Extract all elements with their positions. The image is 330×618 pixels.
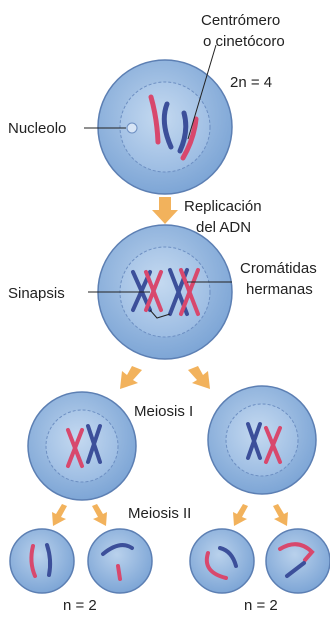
haploid-cell-4 — [266, 529, 330, 593]
meiosis2-arrow-3 — [233, 504, 248, 526]
haploid-cell-3 — [190, 529, 254, 593]
haploid-cell-1 — [10, 529, 74, 593]
centromere-label-1: Centrómero — [201, 12, 280, 29]
meiosis1-cell-right — [208, 386, 316, 494]
haploid-left-label: n = 2 — [63, 597, 97, 614]
meiosis1-cell-left — [28, 392, 136, 500]
diploid-label: 2n = 4 — [230, 74, 272, 91]
meiosis1-label: Meiosis I — [134, 403, 193, 420]
haploid-right-label: n = 2 — [244, 597, 278, 614]
replication-label-2: del ADN — [196, 219, 251, 236]
meiosis2-arrow-1 — [52, 504, 67, 526]
meiosis1-arrow-right — [188, 366, 210, 389]
replication-label-1: Replicación — [184, 198, 262, 215]
centromere-label-2: o cinetócoro — [203, 33, 285, 50]
nucleolus-shape — [127, 123, 137, 133]
diploid-cell — [98, 60, 232, 194]
synapsis-label: Sinapsis — [8, 285, 65, 302]
meiosis2-arrow-2 — [92, 504, 107, 526]
chromatids-label-2: hermanas — [246, 281, 313, 298]
down-arrow-1 — [152, 197, 178, 224]
haploid-cell-2 — [88, 529, 152, 593]
meiosis2-arrow-4 — [273, 504, 288, 526]
nucleolus-label: Nucleolo — [8, 120, 66, 137]
meiosis2-label: Meiosis II — [128, 505, 191, 522]
meiosis1-arrow-left — [120, 366, 142, 389]
chromatids-label-1: Cromátidas — [240, 260, 317, 277]
